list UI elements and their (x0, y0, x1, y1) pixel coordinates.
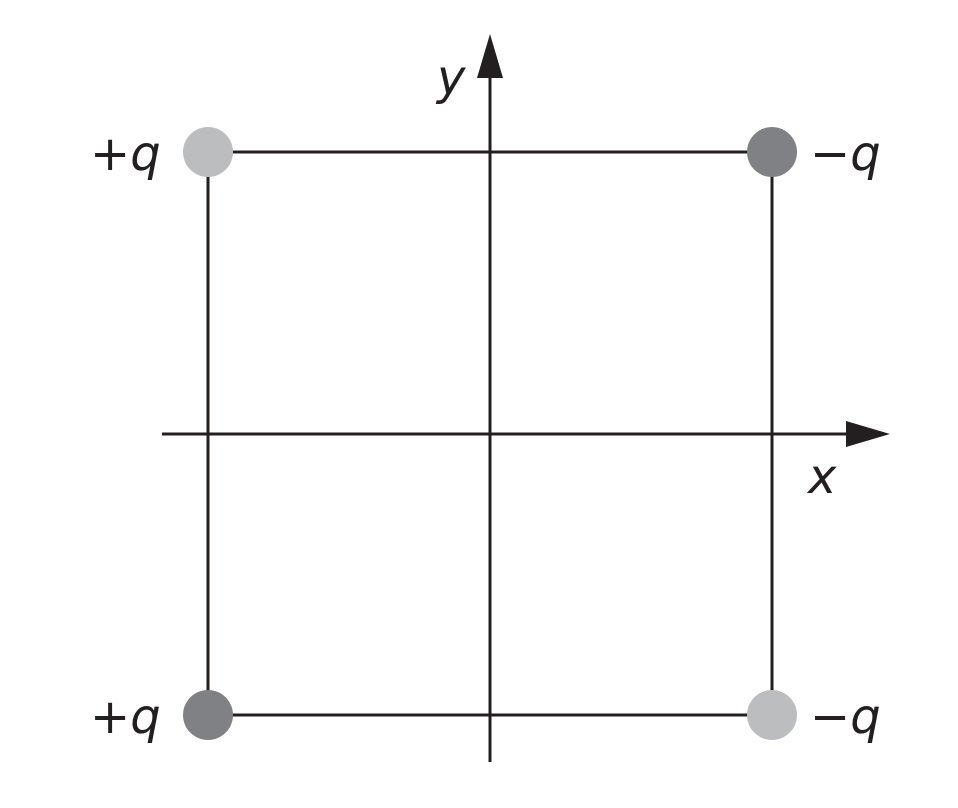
charge-sign: + (90, 126, 130, 182)
charge-symbol: q (850, 689, 880, 745)
y-axis-label: y (435, 50, 466, 106)
charge-sign: − (810, 689, 850, 745)
charge-label-top-right: −q (810, 126, 881, 182)
charge-top-left (183, 127, 233, 177)
charge-top-right (747, 127, 797, 177)
y-axis-arrowhead (477, 34, 503, 78)
charge-sign: + (90, 689, 130, 745)
charge-label-top-left: +q (90, 126, 161, 182)
x-axis-label: x (806, 449, 837, 505)
charge-bottom-left (183, 690, 233, 740)
charge-label-bottom-right: −q (810, 689, 881, 745)
charge-sign: − (810, 126, 850, 182)
charge-symbol: q (130, 689, 160, 745)
charge-symbol: q (850, 126, 880, 182)
charge-symbol: q (130, 126, 160, 182)
charge-bottom-right (747, 690, 797, 740)
charge-label-bottom-left: +q (90, 689, 161, 745)
x-axis-arrowhead (846, 421, 890, 447)
